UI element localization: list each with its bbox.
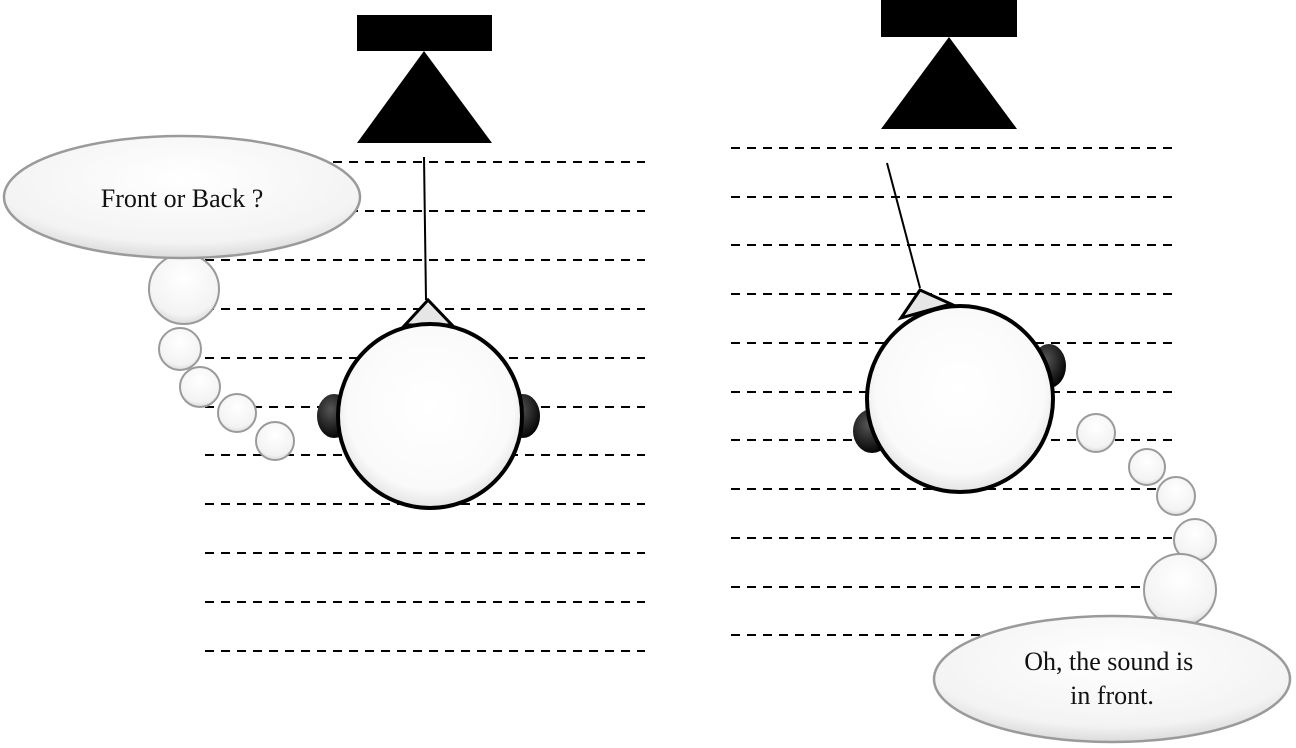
left-head-circle [336, 322, 524, 510]
right-thought-dot [1076, 413, 1116, 453]
right-thought-line: in front. [1070, 681, 1154, 710]
left-thought-trail [148, 253, 295, 461]
left-thought-dot [158, 327, 202, 371]
right-thought-dot [1156, 476, 1196, 516]
left-nose [401, 297, 456, 327]
right-thought-trail [1076, 413, 1217, 627]
left-thought-dot [255, 421, 295, 461]
svg-text:Front or Back ?: Front or Back ? [101, 184, 263, 213]
left-thought-bubble: Front or Back ? [2, 134, 362, 260]
right-thought-dot [1143, 553, 1217, 627]
right-speaker-icon [881, 0, 1017, 129]
left-thought-dot [148, 253, 220, 325]
svg-text:Oh, the sound is in fr: Oh, the sound is in front. [1024, 647, 1200, 710]
left-panel: Front or Back ? [2, 15, 645, 652]
left-thought-line: Front or Back ? [101, 184, 263, 213]
left-thought-dot [217, 393, 257, 433]
right-panel: Oh, the sound is in front. [731, 0, 1292, 744]
right-thought-line: Oh, the sound is [1024, 647, 1193, 676]
right-head [853, 288, 1066, 494]
right-head-circle [865, 304, 1055, 494]
right-sound-ray [886, 162, 921, 289]
right-thought-dot [1128, 448, 1166, 486]
left-speaker-icon [357, 15, 492, 143]
left-sound-ray [423, 156, 427, 301]
left-head [317, 297, 540, 510]
left-thought-dot [179, 366, 221, 408]
right-thought-bubble: Oh, the sound is in front. [932, 614, 1292, 744]
